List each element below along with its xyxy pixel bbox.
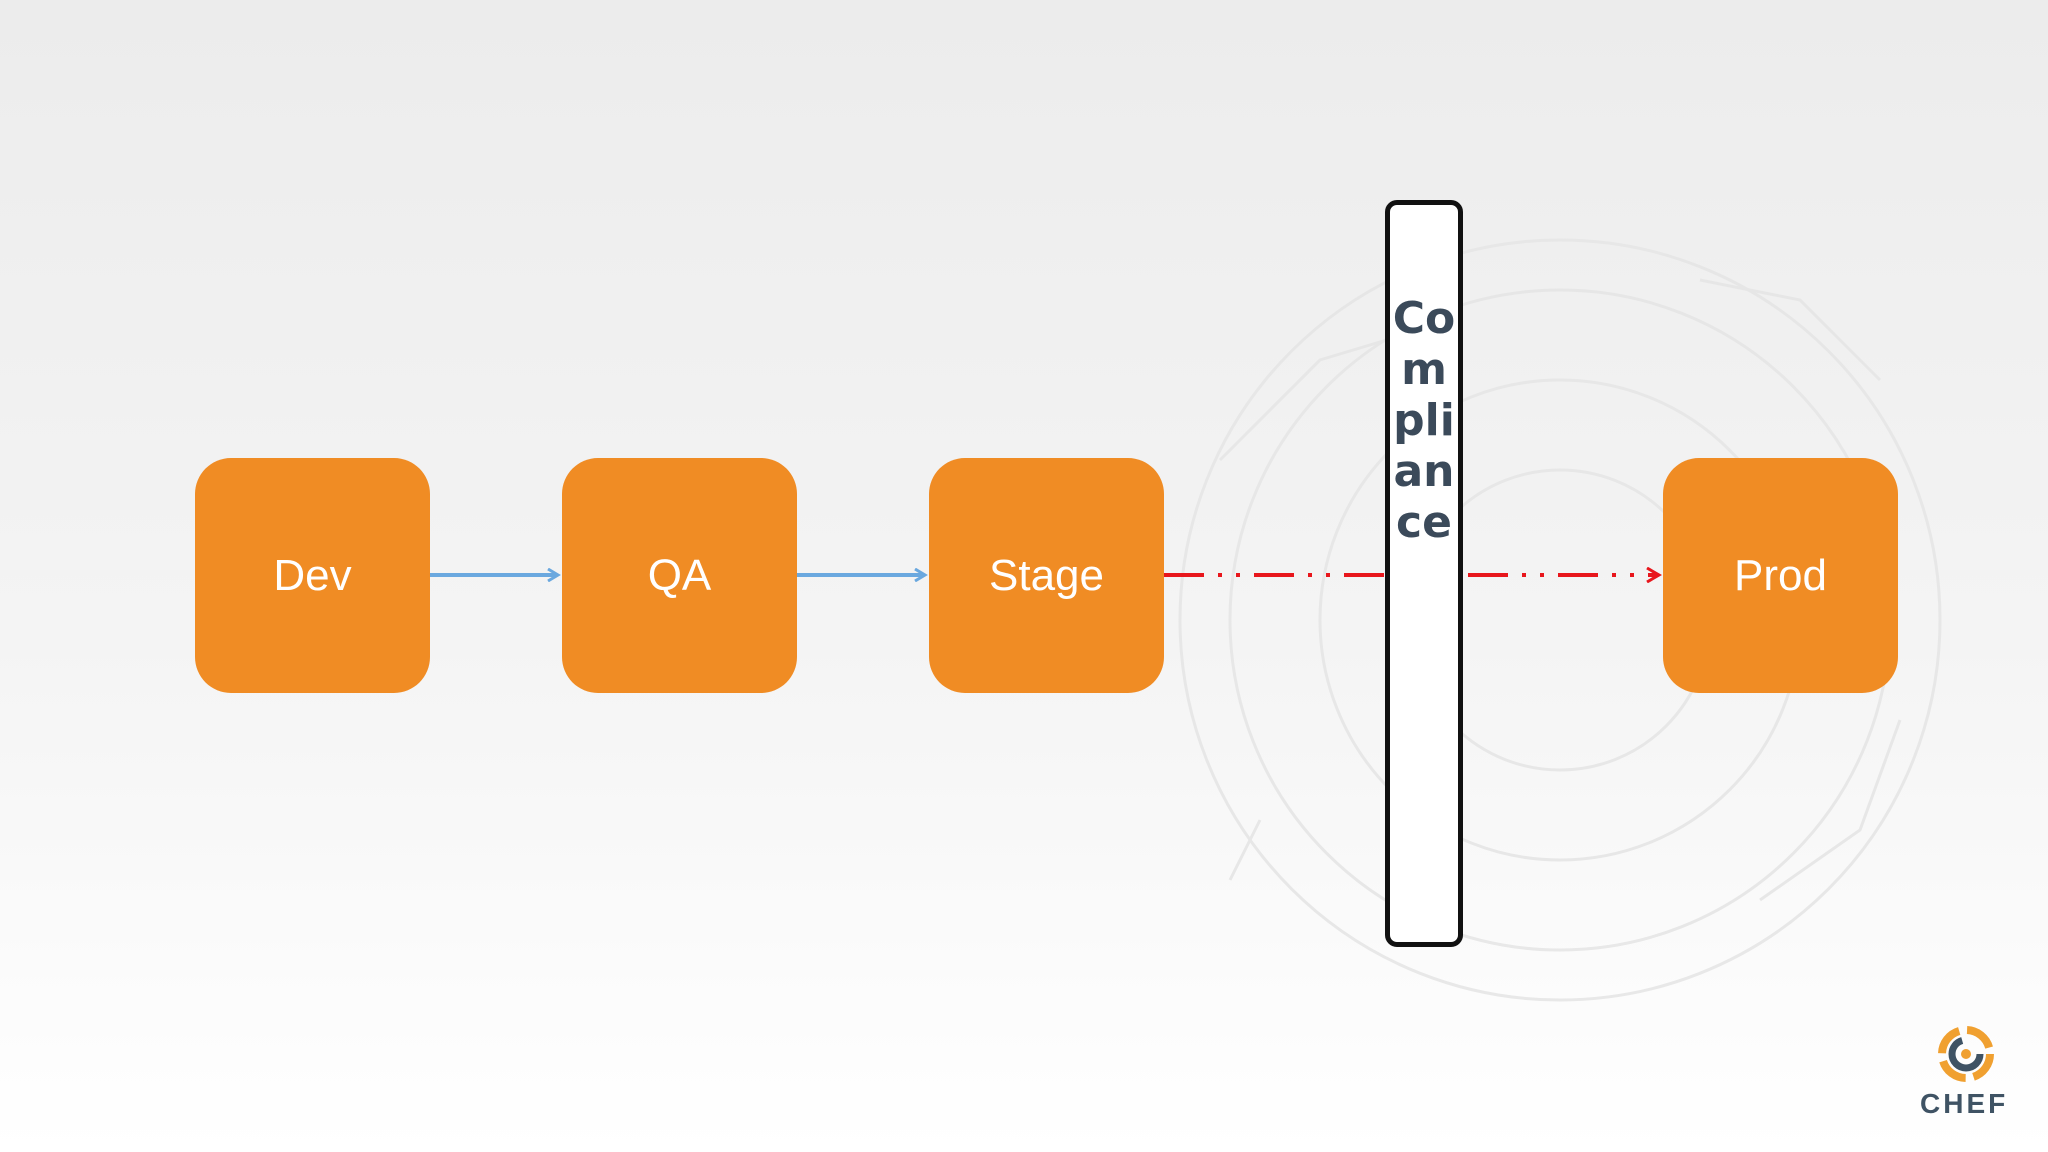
compliance-label: Compliance (1392, 293, 1456, 548)
stage-box-prod: Prod (1663, 458, 1898, 693)
chef-logo-text: CHEF (1920, 1088, 2009, 1119)
stage-box-stage: Stage (929, 458, 1164, 693)
stage-box-qa: QA (562, 458, 797, 693)
compliance-gate: Compliance (1385, 200, 1463, 947)
chef-logo-icon (1938, 1026, 1994, 1082)
stage-box-dev: Dev (195, 458, 430, 693)
